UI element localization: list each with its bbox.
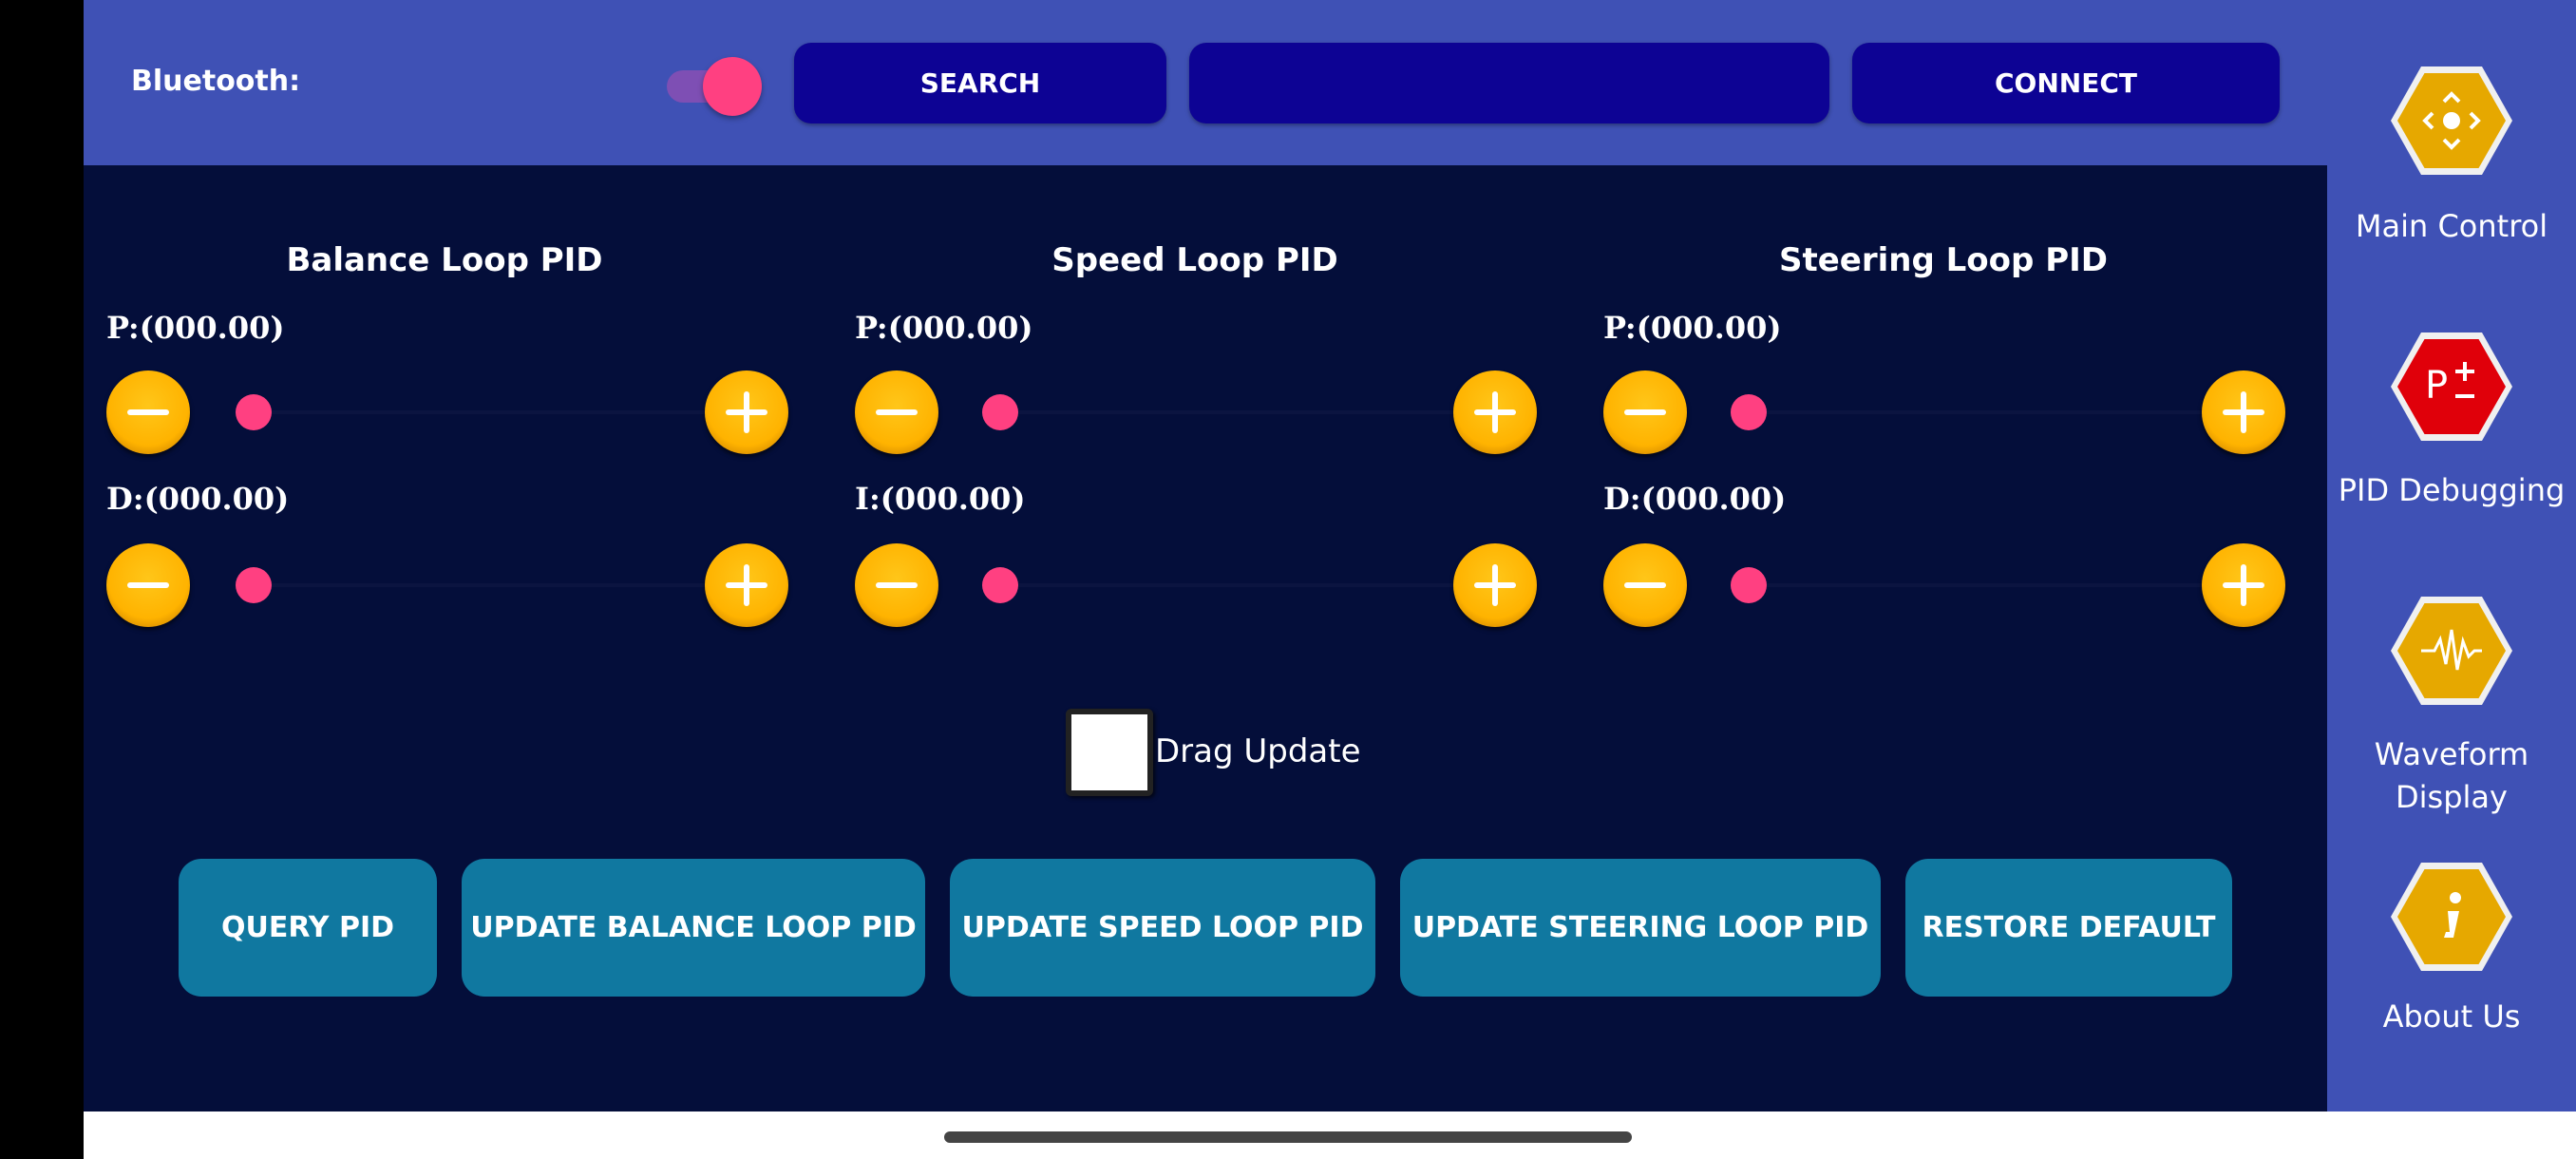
- search-button[interactable]: SEARCH: [794, 43, 1166, 124]
- drag-update-label: Drag Update: [1155, 732, 1361, 770]
- device-select-field[interactable]: [1189, 43, 1829, 124]
- steering-d-label: D:(000.00): [1603, 481, 1787, 517]
- slider-thumb[interactable]: [982, 567, 1018, 603]
- connect-button[interactable]: CONNECT: [1852, 43, 2280, 124]
- speed-p-slider[interactable]: [982, 393, 1495, 431]
- balance-d-minus-button[interactable]: [106, 543, 190, 627]
- bluetooth-toggle-knob: [703, 57, 762, 116]
- nav-about-us-label: About Us: [2382, 998, 2521, 1035]
- minus-icon: [127, 582, 169, 588]
- balance-p-slider[interactable]: [236, 393, 748, 431]
- speed-i-minus-button[interactable]: [855, 543, 938, 627]
- update-balance-pid-button[interactable]: UPDATE BALANCE LOOP PID: [462, 859, 925, 997]
- steering-loop-title: Steering Loop PID: [1778, 241, 2108, 279]
- slider-track: [236, 583, 748, 587]
- speed-loop-title: Speed Loop PID: [1051, 241, 1338, 279]
- steering-p-plus-button[interactable]: [2202, 370, 2285, 454]
- balance-d-plus-button[interactable]: [705, 543, 788, 627]
- steering-d-plus-button[interactable]: [2202, 543, 2285, 627]
- update-speed-pid-button[interactable]: UPDATE SPEED LOOP PID: [950, 859, 1375, 997]
- slider-thumb[interactable]: [236, 394, 272, 430]
- speed-p-minus-button[interactable]: [855, 370, 938, 454]
- slider-track: [982, 410, 1495, 414]
- speed-i-plus-button[interactable]: [1453, 543, 1537, 627]
- balance-p-plus-button[interactable]: [705, 370, 788, 454]
- slider-track: [1731, 583, 2244, 587]
- nav-waveform-label-line1: Waveform: [2374, 736, 2529, 772]
- drag-update-checkbox[interactable]: [1066, 709, 1153, 796]
- pid-panel: Balance Loop PID P:(000.00) D:(000.00) S…: [84, 165, 2327, 1112]
- slider-track: [982, 583, 1495, 587]
- steering-p-label: P:(000.00): [1603, 310, 1782, 346]
- steering-d-minus-button[interactable]: [1603, 543, 1687, 627]
- balance-p-label: P:(000.00): [106, 310, 285, 346]
- side-navigation: Main Control P PID Debugging: [2327, 0, 2576, 1112]
- update-steering-pid-button[interactable]: UPDATE STEERING LOOP PID: [1400, 859, 1881, 997]
- speed-p-label: P:(000.00): [855, 310, 1033, 346]
- slider-track: [236, 410, 748, 414]
- waveform-icon: [2397, 603, 2506, 698]
- slider-track: [1731, 410, 2244, 414]
- slider-thumb[interactable]: [236, 567, 272, 603]
- steering-d-slider[interactable]: [1731, 566, 2244, 604]
- balance-d-slider[interactable]: [236, 566, 748, 604]
- nav-main-control[interactable]: Main Control: [2327, 57, 2576, 256]
- slider-thumb[interactable]: [1731, 567, 1767, 603]
- slider-thumb[interactable]: [982, 394, 1018, 430]
- top-bar: Bluetooth: SEARCH CONNECT: [84, 0, 2327, 165]
- restore-default-button[interactable]: RESTORE DEFAULT: [1905, 859, 2232, 997]
- svg-text:P: P: [2425, 364, 2448, 408]
- bluetooth-toggle[interactable]: [667, 57, 762, 116]
- minus-icon: [1624, 582, 1666, 588]
- steering-p-minus-button[interactable]: [1603, 370, 1687, 454]
- balance-d-label: D:(000.00): [106, 481, 290, 517]
- balance-loop-title: Balance Loop PID: [286, 241, 603, 279]
- nav-pid-debugging[interactable]: P PID Debugging: [2327, 323, 2576, 522]
- minus-icon: [876, 582, 918, 588]
- steering-p-slider[interactable]: [1731, 393, 2244, 431]
- minus-icon: [127, 409, 169, 415]
- bluetooth-label: Bluetooth:: [131, 65, 301, 98]
- nav-pid-debugging-label: PID Debugging: [2338, 472, 2566, 508]
- minus-icon: [1624, 409, 1666, 415]
- balance-p-minus-button[interactable]: [106, 370, 190, 454]
- info-icon: [2397, 869, 2506, 964]
- nav-waveform-display[interactable]: Waveform Display: [2327, 587, 2576, 825]
- nav-about-us[interactable]: About Us: [2327, 853, 2576, 1053]
- nav-waveform-label-line2: Display: [2396, 779, 2508, 815]
- slider-thumb[interactable]: [1731, 394, 1767, 430]
- speed-i-slider[interactable]: [982, 566, 1495, 604]
- minus-icon: [876, 409, 918, 415]
- speed-p-plus-button[interactable]: [1453, 370, 1537, 454]
- nav-main-control-label: Main Control: [2355, 208, 2548, 244]
- query-pid-button[interactable]: QUERY PID: [179, 859, 437, 997]
- speed-i-label: I:(000.00): [855, 481, 1026, 517]
- home-indicator[interactable]: [944, 1131, 1632, 1143]
- left-edge: [0, 0, 84, 1159]
